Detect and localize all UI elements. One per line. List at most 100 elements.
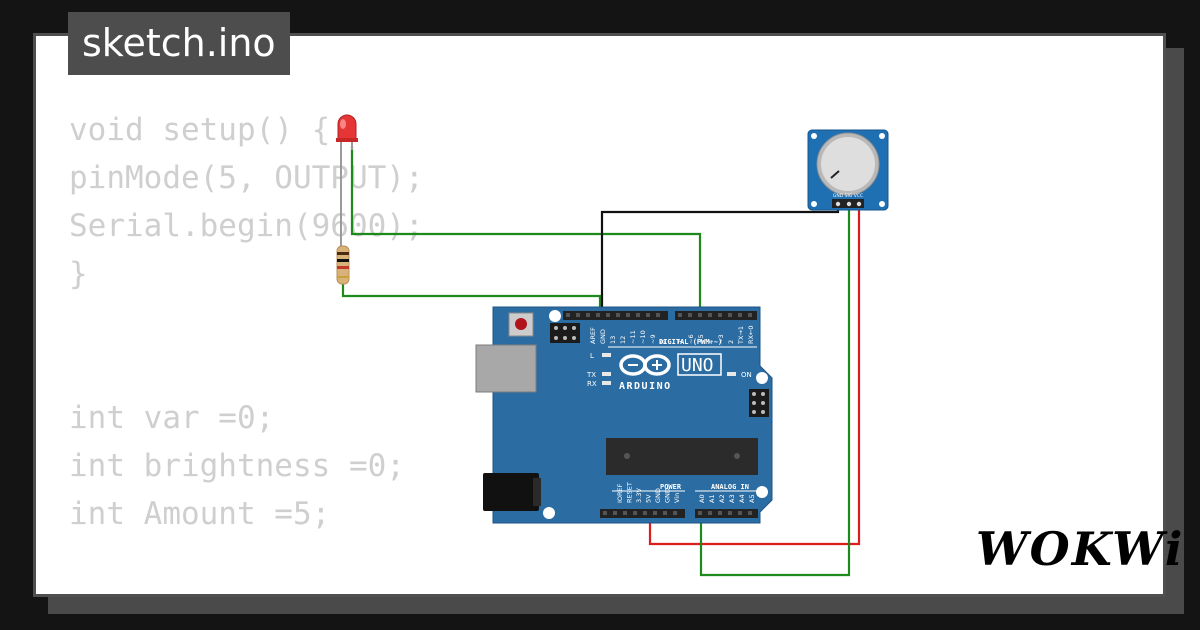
pin-label: GND [664, 488, 672, 503]
digital-pin-label: ~5 [697, 334, 705, 344]
analog-header [695, 509, 758, 518]
arduino-wordmark: ARDUINO [619, 381, 672, 392]
header-pin[interactable] [646, 313, 650, 317]
resistor[interactable] [336, 245, 350, 285]
header-pin[interactable] [603, 511, 607, 515]
analog-header-label: ANALOG IN [711, 483, 749, 491]
code-line: Serial.begin(9600); [69, 208, 424, 244]
digital-pin-label: ~11 [629, 330, 637, 344]
code-line: void setup() { [69, 112, 331, 148]
atmega-chip [606, 438, 758, 475]
header-pin[interactable] [613, 511, 617, 515]
status-leds: L TX RX ON [586, 352, 752, 388]
icsp-header-usb [550, 323, 580, 343]
digital-pin-label: 4 [707, 340, 715, 344]
digital-pin-label: ~9 [649, 334, 657, 344]
header-pin[interactable] [623, 511, 627, 515]
header-pin[interactable] [718, 313, 722, 317]
header-pin[interactable] [606, 313, 610, 317]
pin-label: A3 [728, 494, 736, 503]
digital-pin-label: TX→1 [737, 326, 745, 345]
pot-pin-sig[interactable] [846, 201, 852, 207]
header-pin[interactable] [738, 511, 742, 515]
power-header [600, 509, 685, 518]
pin-label: IOREF [616, 483, 624, 503]
digital-pin-label: 2 [727, 340, 735, 344]
code-line: } [69, 256, 88, 292]
pin-label: A0 [698, 494, 706, 503]
header-pin[interactable] [576, 313, 580, 317]
pin-label: Vin [673, 493, 681, 503]
header-pin[interactable] [633, 511, 637, 515]
header-pin[interactable] [718, 511, 722, 515]
wokwi-logo: WOKWi [976, 522, 1185, 576]
svg-text:ON: ON [741, 371, 752, 379]
svg-text:L: L [590, 352, 594, 360]
potentiometer-module[interactable]: GND SIG VCC [807, 129, 889, 211]
header-pin[interactable] [698, 313, 702, 317]
power-header-label: POWER [660, 483, 682, 491]
header-pin[interactable] [748, 313, 752, 317]
digital-pin-label: AREF [589, 327, 597, 344]
digital-pin-label: 12 [619, 336, 627, 344]
header-pin[interactable] [596, 313, 600, 317]
pin-label: A4 [738, 494, 746, 503]
potentiometer-knob[interactable] [821, 137, 875, 191]
digital-pin-label: 7 [677, 340, 685, 344]
file-name: sketch.ino [82, 21, 276, 65]
pin-label: A5 [748, 494, 756, 503]
digital-pin-label: ~3 [717, 334, 725, 344]
header-pin[interactable] [643, 511, 647, 515]
red-led[interactable] [336, 114, 358, 250]
pin-label: 3.3V [635, 488, 643, 503]
header-pin[interactable] [586, 313, 590, 317]
header-pin[interactable] [626, 313, 630, 317]
wire-led-to-pin5[interactable] [350, 146, 702, 314]
pot-pin-gnd[interactable] [835, 201, 841, 207]
header-pin[interactable] [688, 313, 692, 317]
svg-text:TX: TX [586, 371, 596, 379]
header-pin[interactable] [728, 511, 732, 515]
header-pin[interactable] [678, 313, 682, 317]
header-pin[interactable] [708, 511, 712, 515]
digital-header-label: DIGITAL (PWM ~) [659, 338, 722, 346]
dc-power-jack [483, 473, 539, 511]
file-tab[interactable]: sketch.ino [68, 12, 290, 75]
header-pin[interactable] [738, 313, 742, 317]
header-pin[interactable] [698, 511, 702, 515]
wire-resistor-to-gnd[interactable] [341, 284, 602, 314]
wire-pot-gnd-to-gnd[interactable] [600, 204, 840, 314]
digital-pin-label: GND [599, 329, 607, 344]
arduino-logo: ARDUINO [619, 354, 672, 392]
pin-label: 5V [645, 494, 653, 503]
svg-text:RX: RX [587, 380, 597, 388]
pot-pin-labels: GND SIG VCC [833, 193, 863, 199]
digital-pin-label: 8 [659, 340, 667, 344]
header-pin[interactable] [636, 313, 640, 317]
digital-pin-label: RX←0 [747, 325, 755, 344]
digital-pin-label: ~6 [687, 334, 695, 344]
header-pin[interactable] [663, 511, 667, 515]
pot-pin-vcc[interactable] [856, 201, 862, 207]
wires [341, 146, 861, 577]
pin-label: A1 [708, 494, 716, 503]
header-pin[interactable] [566, 313, 570, 317]
header-pin[interactable] [673, 511, 677, 515]
wire-pot-vcc-to-5v[interactable] [648, 204, 861, 546]
uno-badge: UNO [681, 355, 714, 376]
header-pin[interactable] [653, 511, 657, 515]
digital-pin-label: 13 [609, 336, 617, 344]
header-pin[interactable] [748, 511, 752, 515]
header-pin[interactable] [616, 313, 620, 317]
icsp-header-main [749, 389, 769, 417]
wire-pot-sig-to-a0[interactable] [699, 204, 851, 577]
header-pin[interactable] [728, 313, 732, 317]
digital-header-left [563, 311, 668, 320]
header-pin[interactable] [656, 313, 660, 317]
header-pin[interactable] [708, 313, 712, 317]
